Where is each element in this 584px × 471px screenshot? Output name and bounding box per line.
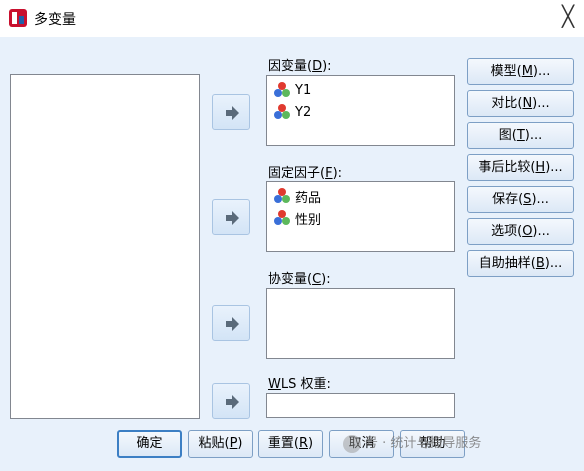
fixed-factors-label: 固定因子(F): [268, 166, 343, 181]
list-item[interactable]: 药品 [273, 186, 321, 206]
covariates-label: 协变量(C): [268, 272, 331, 287]
list-item[interactable]: 性别 [273, 208, 321, 228]
right-arrow-icon [226, 317, 239, 331]
window-title: 多变量 [34, 12, 76, 28]
move-to-dependent-button[interactable] [212, 94, 250, 130]
bootstrap-button[interactable]: 自助抽样(B)... [467, 250, 574, 277]
title-bar: 多变量 ╳ [0, 0, 584, 37]
variable-name: Y1 [295, 82, 312, 98]
ok-button[interactable]: 确定 [117, 430, 182, 458]
wls-weight-field[interactable] [266, 393, 455, 418]
scale-variable-icon [274, 104, 290, 119]
close-icon[interactable]: ╳ [561, 4, 574, 28]
fixed-factors-list[interactable]: 药品 性别 [266, 181, 455, 252]
scale-variable-icon [274, 82, 290, 97]
dependent-variables-list[interactable]: Y1 Y2 [266, 75, 455, 146]
app-icon [9, 9, 27, 27]
contrasts-button[interactable]: 对比(N)... [467, 90, 574, 117]
options-button[interactable]: 选项(O)... [467, 218, 574, 245]
plots-button[interactable]: 图(T)... [467, 122, 574, 149]
watermark: 号 · 统计与指导服务 [343, 432, 481, 453]
variable-name: 性别 [295, 212, 322, 228]
list-item[interactable]: Y2 [273, 102, 311, 122]
save-button[interactable]: 保存(S)... [467, 186, 574, 213]
source-variable-list[interactable] [10, 74, 200, 419]
variable-name: 药品 [295, 190, 322, 206]
model-button[interactable]: 模型(M)... [467, 58, 574, 85]
variable-name: Y2 [295, 104, 312, 120]
scale-variable-icon [274, 210, 290, 225]
paste-button[interactable]: 粘贴(P) [188, 430, 253, 458]
right-arrow-icon [226, 395, 239, 409]
scale-variable-icon [274, 188, 290, 203]
move-to-fixed-factors-button[interactable] [212, 199, 250, 235]
dependent-variables-label: 因变量(D): [268, 59, 332, 74]
move-to-wls-weight-button[interactable] [212, 383, 250, 419]
covariates-list[interactable] [266, 288, 455, 359]
reset-button[interactable]: 重置(R) [258, 430, 323, 458]
watermark-logo-icon [343, 434, 361, 453]
move-to-covariates-button[interactable] [212, 305, 250, 341]
help-button[interactable]: 帮助 [400, 430, 465, 458]
right-arrow-icon [226, 106, 239, 120]
wls-weight-label: WLS 权重: [268, 377, 331, 392]
post-hoc-button[interactable]: 事后比较(H)... [467, 154, 574, 181]
list-item[interactable]: Y1 [273, 80, 311, 100]
right-arrow-icon [226, 211, 239, 225]
